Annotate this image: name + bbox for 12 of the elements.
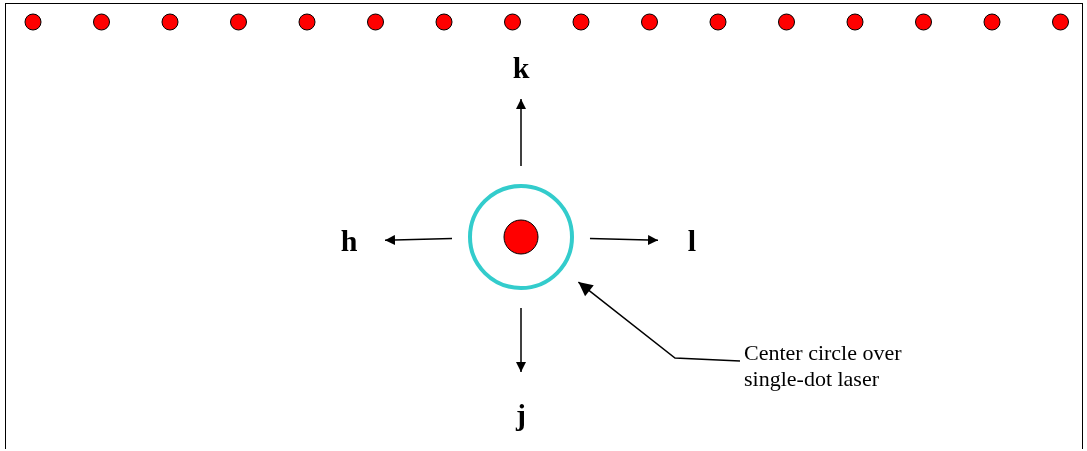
arrow [516, 98, 526, 167]
arrow [589, 234, 659, 245]
direction-letter: h [329, 224, 369, 258]
direction-letter: l [672, 224, 712, 258]
leader-line [577, 281, 741, 362]
laser-dot [503, 219, 539, 255]
center-circle [467, 183, 575, 291]
callout-note: Center circle over single-dot laser [744, 340, 944, 392]
arrow [384, 234, 453, 245]
direction-letter: j [501, 398, 541, 432]
arrow [516, 307, 526, 373]
direction-letter: k [501, 51, 541, 85]
